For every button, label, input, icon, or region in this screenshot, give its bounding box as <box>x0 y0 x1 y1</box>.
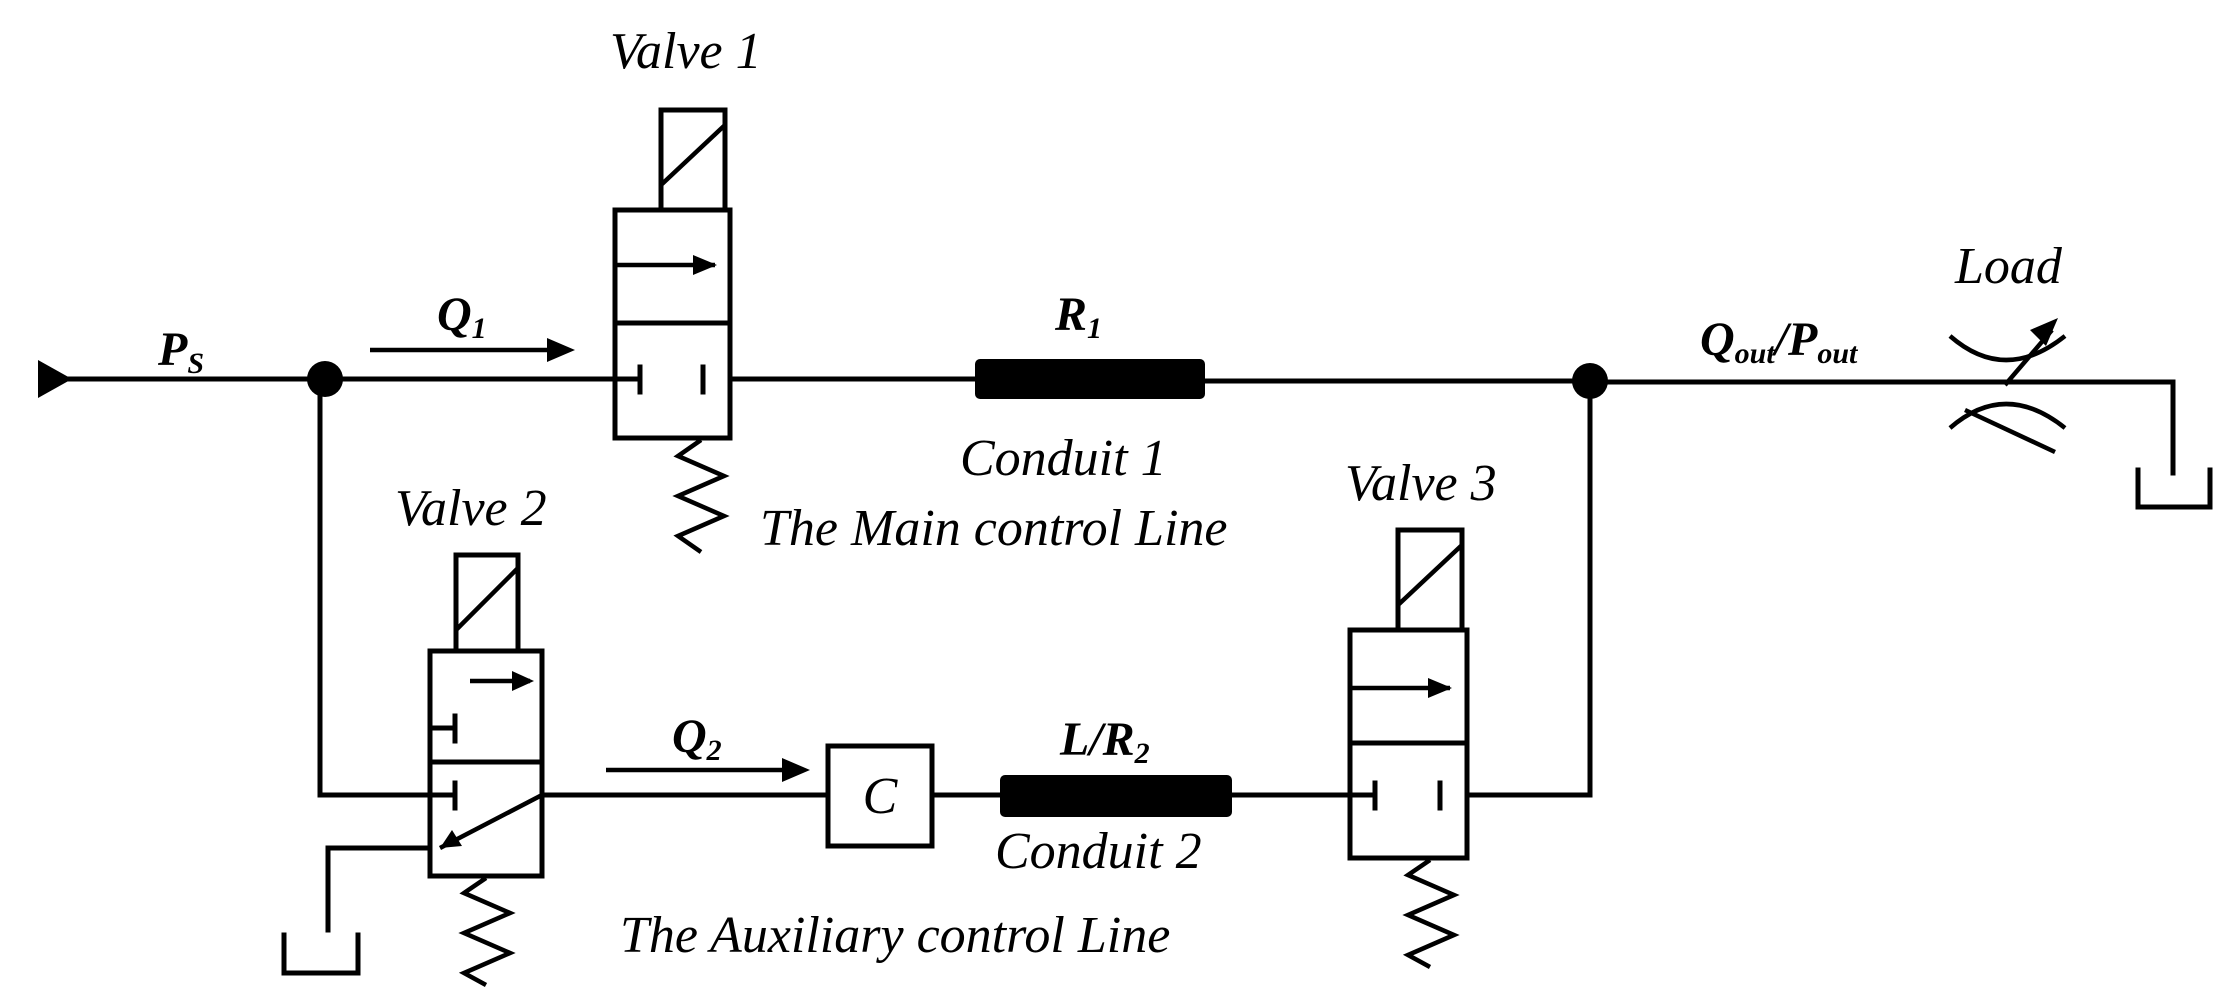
label-main-control-line: The Main control Line <box>760 500 1228 557</box>
valve-2 <box>427 552 545 987</box>
label-q2: Q2 <box>672 710 722 767</box>
flow-arrow-q1 <box>370 338 575 362</box>
label-ps: PS <box>157 323 204 380</box>
label-auxiliary-control-line: The Auxiliary control Line <box>620 907 1170 964</box>
flow-arrow-q2 <box>606 758 810 782</box>
resistor-r1 <box>975 359 1205 399</box>
label-l-r2: L/R2 <box>1059 713 1150 770</box>
label-valve3: Valve 3 <box>1345 455 1497 512</box>
label-conduit2: Conduit 2 <box>995 823 1202 880</box>
resistor-r2 <box>1000 775 1232 817</box>
supply-inlet <box>38 360 328 398</box>
junction-dot-supply <box>307 361 343 397</box>
label-q1: Q1 <box>437 288 487 345</box>
load-drain-tank <box>2135 379 2213 510</box>
capacitor-label: C <box>863 768 899 825</box>
load-variable-orifice <box>1948 318 2067 455</box>
valve-3 <box>1347 527 1470 969</box>
label-valve1: Valve 1 <box>610 23 762 80</box>
label-load: Load <box>1954 238 2063 295</box>
label-qout-pout: Qout/Pout <box>1700 313 1859 370</box>
label-conduit1: Conduit 1 <box>960 430 1167 487</box>
label-r1: R1 <box>1054 288 1102 345</box>
valve-1 <box>612 107 733 554</box>
label-valve2: Valve 2 <box>395 480 547 537</box>
capacitor-c: C <box>825 743 935 849</box>
valve2-drain <box>281 845 433 976</box>
